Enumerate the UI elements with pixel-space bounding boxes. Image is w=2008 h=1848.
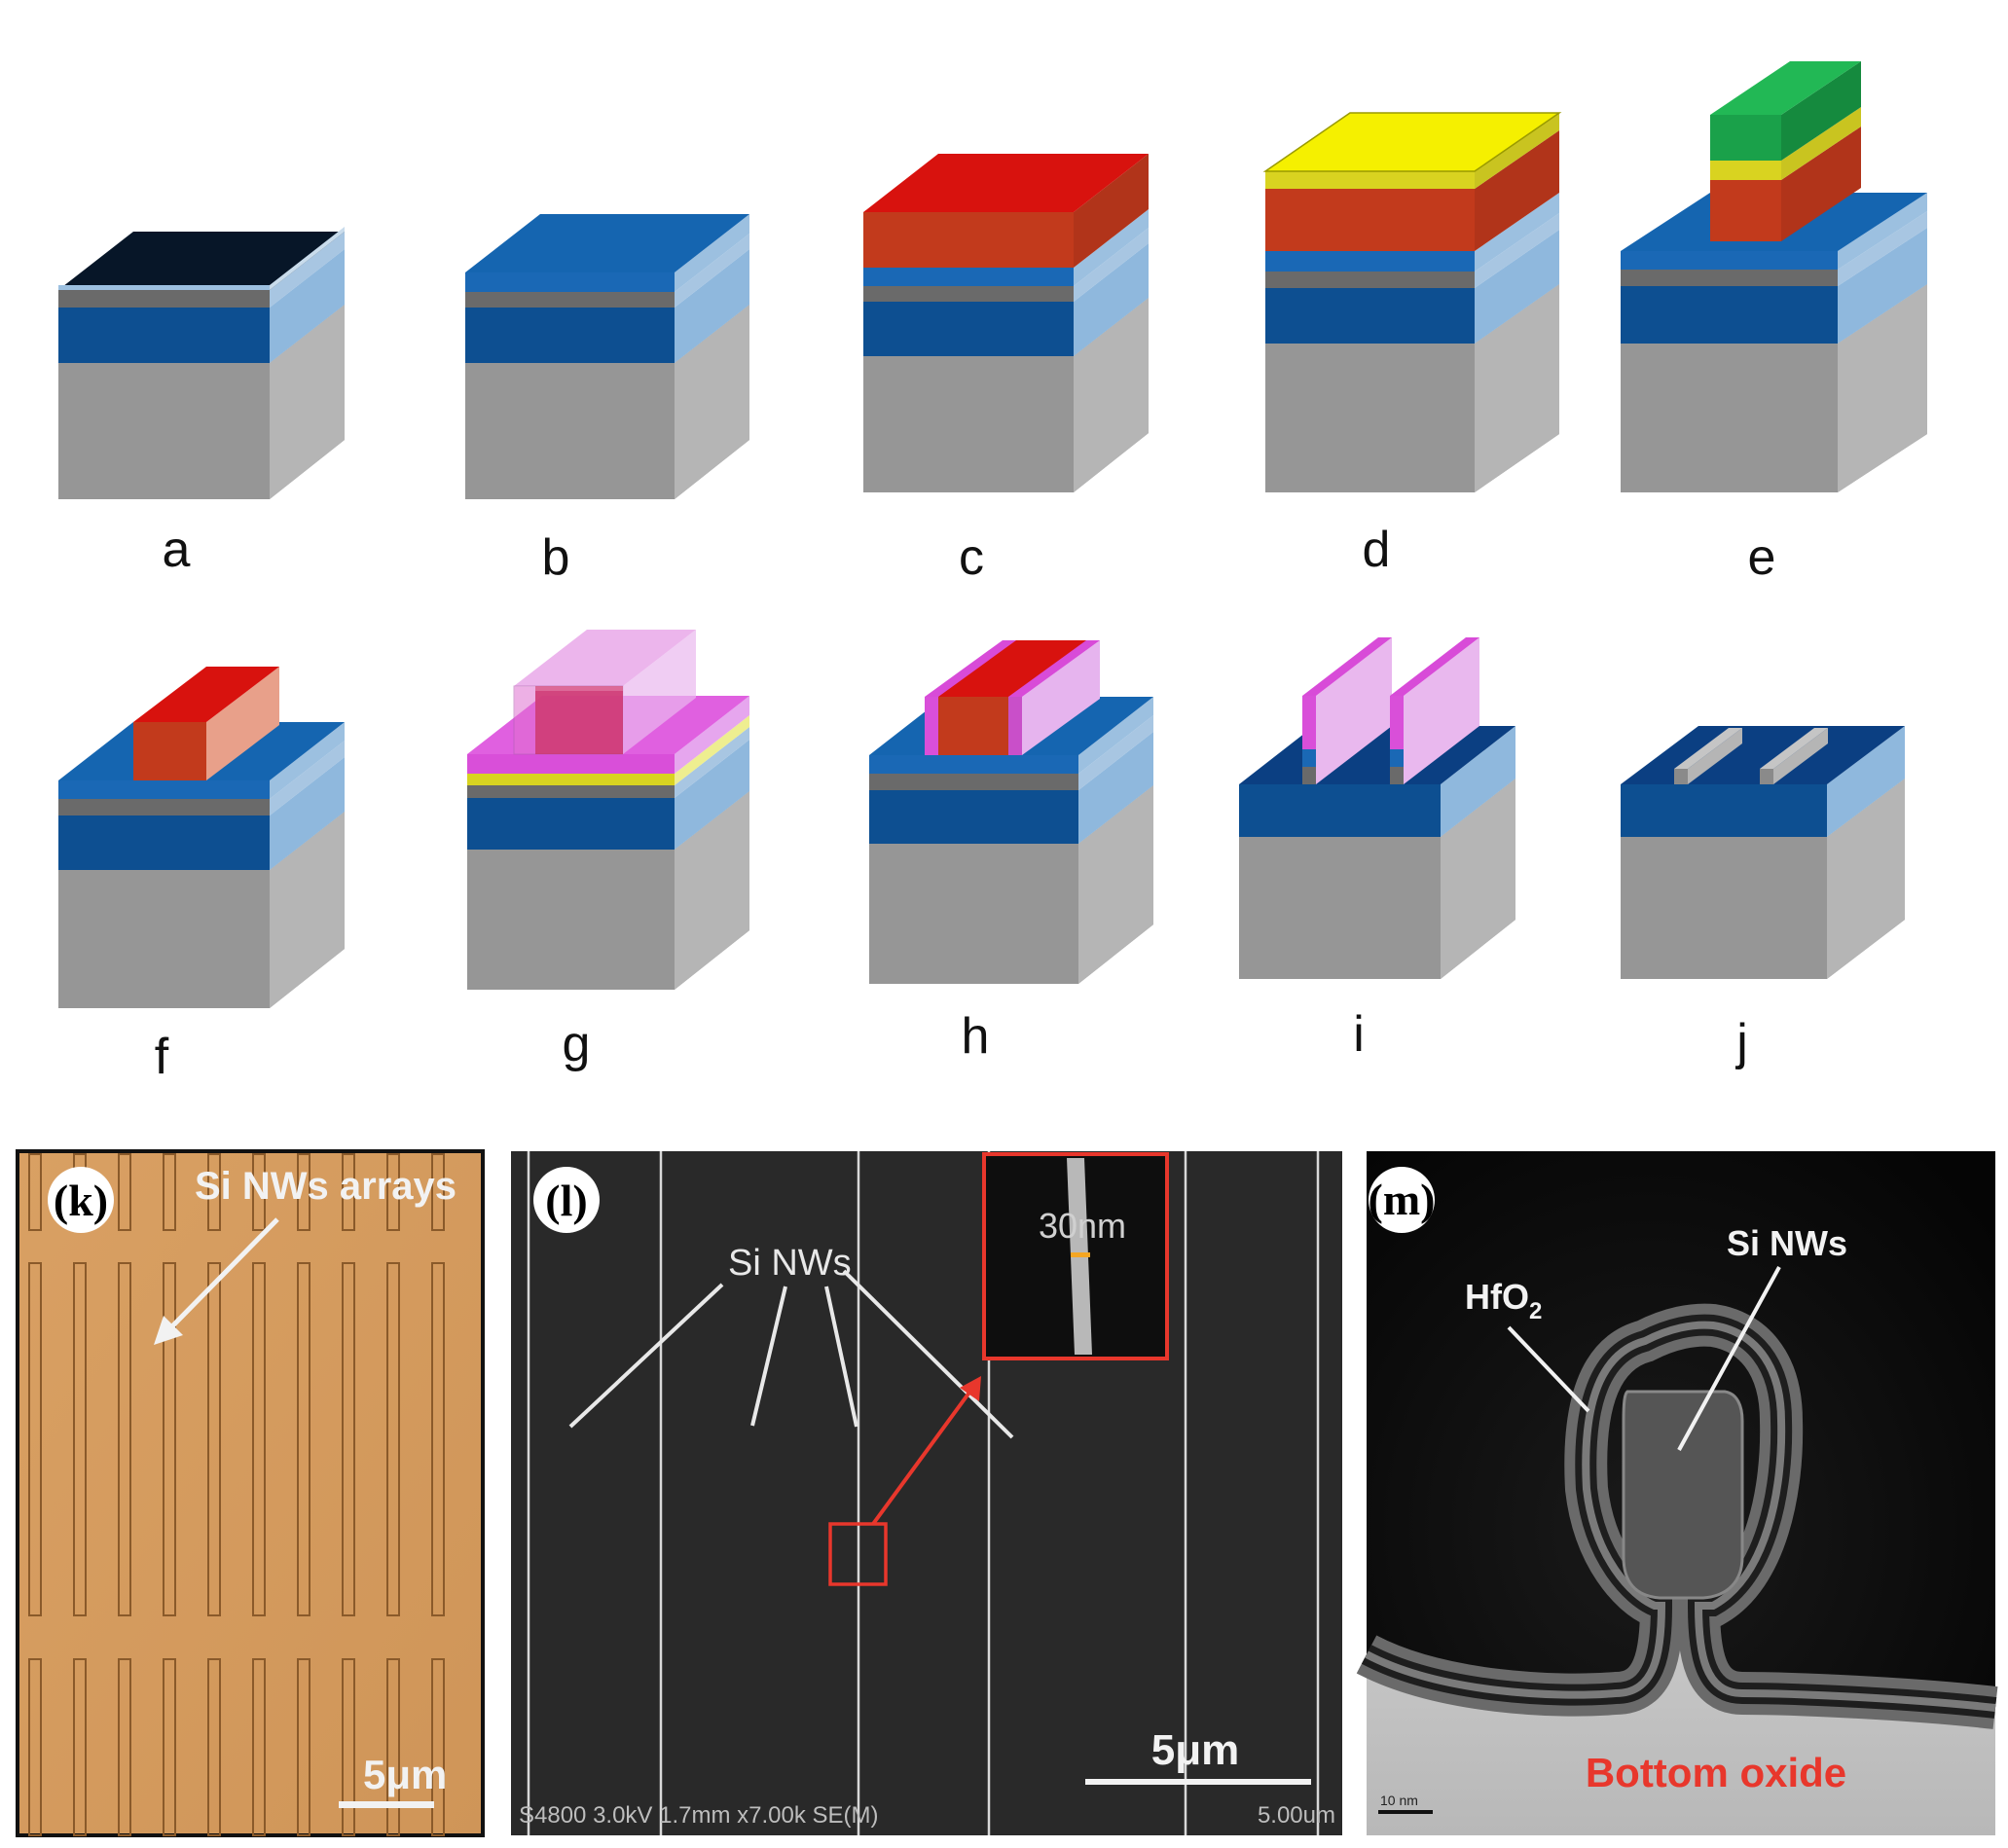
panel-l-sem-image: (l) Si NWs 30nm 5μm S4800 3.0kV 1.7mm x7… bbox=[511, 1151, 1342, 1835]
step-a-diagram bbox=[58, 227, 345, 499]
step-d-diagram bbox=[1262, 112, 1562, 492]
panel-m-nw-label: Si NWs bbox=[1727, 1223, 1847, 1263]
panel-m-hfo2-pointer bbox=[1507, 1325, 1590, 1413]
panel-l-scale-label: 5μm bbox=[1151, 1726, 1240, 1774]
panel-l-zoom-box bbox=[828, 1522, 888, 1586]
panel-k-arrow bbox=[164, 1217, 279, 1335]
panel-m-hfo2-label: HfO2 bbox=[1465, 1277, 1542, 1324]
nanowire-strip bbox=[342, 1262, 355, 1616]
panel-m-badge-text: (m) bbox=[1369, 1175, 1436, 1224]
step-label-c: c bbox=[959, 529, 984, 586]
step-j-diagram bbox=[1621, 726, 1905, 979]
step-label-h: h bbox=[962, 1008, 990, 1065]
panel-m-nw-pointer bbox=[1677, 1266, 1781, 1451]
nanowire-strip bbox=[342, 1658, 355, 1836]
nanowire-strip bbox=[342, 1153, 355, 1231]
hfo2-sub: 2 bbox=[1529, 1298, 1542, 1324]
nanowire-strip bbox=[28, 1658, 42, 1836]
nanowire-strip bbox=[118, 1658, 131, 1836]
nanowire-strip bbox=[431, 1262, 445, 1616]
panel-k-arrow-head bbox=[154, 1316, 183, 1345]
nanowire-strip bbox=[118, 1262, 131, 1616]
panel-l-scale-bar bbox=[1085, 1779, 1311, 1785]
panel-l-sem-scale: 5.00um bbox=[1258, 1802, 1335, 1829]
nanowire-strip bbox=[297, 1262, 310, 1616]
panel-l-annotation: Si NWs bbox=[728, 1243, 852, 1284]
panel-k-scale-label: 5μm bbox=[363, 1752, 447, 1797]
panel-k-annotation: Si NWs arrays bbox=[195, 1165, 456, 1208]
step-g-diagram bbox=[467, 630, 749, 990]
panel-l-inset: 30nm bbox=[982, 1152, 1169, 1360]
tem-bottom-oxide bbox=[1367, 1606, 1995, 1835]
nanowire-strip bbox=[73, 1262, 87, 1616]
step-h-diagram bbox=[869, 640, 1153, 984]
panel-m-scale-bar bbox=[1378, 1810, 1433, 1814]
nanowire-strip bbox=[386, 1153, 400, 1231]
nanowire-strip bbox=[252, 1658, 266, 1836]
step-label-j: j bbox=[1734, 1014, 1748, 1070]
step-c-diagram bbox=[863, 154, 1149, 492]
panel-m-scale-label: 10 nm bbox=[1380, 1793, 1418, 1808]
nanowire-strip bbox=[28, 1153, 42, 1231]
panel-k-optical-image: (k) Si NWs arrays 5μm bbox=[16, 1149, 485, 1837]
nanowire-strip bbox=[297, 1658, 310, 1836]
step-f-diagram bbox=[58, 667, 345, 1008]
nanowire-strip bbox=[163, 1153, 176, 1231]
nanowire-strip bbox=[163, 1262, 176, 1616]
nanowire-strip bbox=[252, 1262, 266, 1616]
panel-l-sem-info: S4800 3.0kV 1.7mm x7.00k SE(M) bbox=[519, 1802, 879, 1829]
panel-l-inset-label: 30nm bbox=[1039, 1206, 1126, 1246]
nanowire-strip bbox=[28, 1262, 42, 1616]
panel-m-badge bbox=[1369, 1167, 1435, 1233]
step-e-diagram bbox=[1621, 61, 1927, 492]
nanowire-strip bbox=[386, 1262, 400, 1616]
panel-k-badge bbox=[48, 1167, 114, 1233]
step-label-e: e bbox=[1748, 529, 1776, 586]
panel-k-badge-text: (k) bbox=[54, 1176, 108, 1225]
step-label-d: d bbox=[1363, 522, 1391, 578]
step-i-diagram bbox=[1239, 637, 1515, 979]
panel-l-zoom-arrow-head bbox=[960, 1376, 981, 1401]
panel-m-oxide-label: Bottom oxide bbox=[1586, 1750, 1846, 1795]
step-label-f: f bbox=[155, 1029, 169, 1085]
tem-si-nanowire bbox=[1622, 1390, 1744, 1600]
nanowire-strip bbox=[431, 1658, 445, 1836]
nanowire-strip bbox=[73, 1658, 87, 1836]
nanowire-strip bbox=[431, 1153, 445, 1231]
nanowire-strip bbox=[207, 1658, 221, 1836]
panel-m-tem-image: (m) Si NWs HfO2 Bottom oxide 10 nm bbox=[1356, 1151, 1998, 1835]
panel-k-scale-bar bbox=[339, 1801, 434, 1808]
hfo2-main: HfO bbox=[1465, 1277, 1529, 1317]
step-b-diagram bbox=[465, 214, 749, 499]
panel-l-zoom-arrow bbox=[871, 1388, 973, 1526]
panel-l-badge bbox=[533, 1167, 600, 1233]
nanowire-strip bbox=[163, 1658, 176, 1836]
nanowire-strip bbox=[386, 1658, 400, 1836]
nanowire-strip bbox=[252, 1153, 266, 1231]
panel-l-badge-text: (l) bbox=[545, 1176, 587, 1225]
nanowire-strip bbox=[207, 1262, 221, 1616]
nanowire-strip bbox=[297, 1153, 310, 1231]
step-label-b: b bbox=[542, 529, 570, 586]
nanowire-strip bbox=[207, 1153, 221, 1231]
step-label-i: i bbox=[1353, 1006, 1365, 1063]
step-label-g: g bbox=[563, 1016, 591, 1072]
panel-l-pointer-lines bbox=[568, 1269, 1014, 1439]
step-label-a: a bbox=[163, 522, 191, 578]
nanowire-strip bbox=[118, 1153, 131, 1231]
